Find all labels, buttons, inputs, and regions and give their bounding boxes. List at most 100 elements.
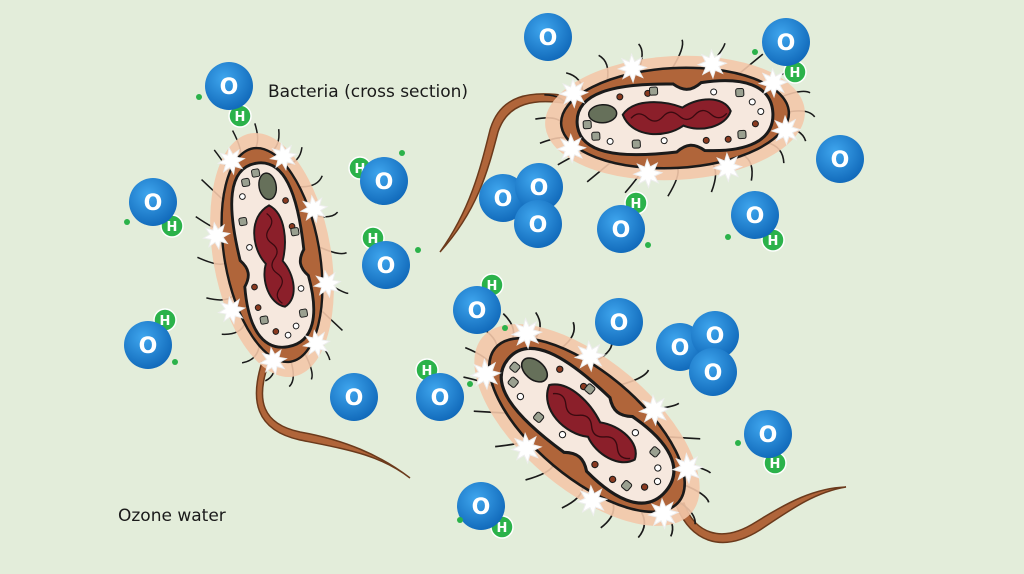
flagellum bbox=[674, 486, 847, 544]
oxygen-symbol: O bbox=[671, 336, 690, 361]
oxygen-symbol: O bbox=[777, 31, 796, 56]
vacuole bbox=[587, 104, 618, 124]
damage-spark-icon bbox=[469, 358, 502, 391]
granule bbox=[238, 216, 248, 227]
granule bbox=[516, 392, 525, 401]
oxygen-circle bbox=[453, 286, 501, 334]
damage-spark-icon bbox=[671, 452, 704, 485]
granule bbox=[660, 137, 668, 145]
damage-spark-icon bbox=[770, 114, 802, 146]
radical-dot bbox=[124, 219, 130, 225]
oxygen-atom: O bbox=[762, 18, 810, 66]
oxygen-atom: O bbox=[129, 178, 177, 226]
granule bbox=[735, 87, 745, 98]
oxygen-circle bbox=[457, 482, 505, 530]
hydrogen-symbol: H bbox=[235, 110, 246, 125]
granule bbox=[631, 139, 641, 149]
oxygen-symbol: O bbox=[431, 386, 450, 411]
nucleoid bbox=[253, 204, 295, 308]
oxygen-atom: O bbox=[515, 163, 563, 211]
damage-spark-icon bbox=[312, 269, 342, 299]
granule bbox=[298, 308, 309, 318]
bacterium bbox=[195, 123, 349, 388]
damage-spark-icon bbox=[616, 52, 648, 84]
oxygen-atom: O bbox=[597, 205, 645, 253]
oxygen-atom: O bbox=[595, 298, 643, 346]
oxygen-symbol: O bbox=[746, 204, 765, 229]
granule bbox=[648, 86, 659, 96]
radical-dot bbox=[725, 234, 731, 240]
oxygen-circle bbox=[416, 373, 464, 421]
oxygen-atom: O bbox=[330, 373, 378, 421]
damage-spark-icon bbox=[510, 317, 544, 350]
nucleoid bbox=[621, 98, 732, 136]
granule bbox=[254, 304, 262, 311]
radical-dot bbox=[735, 440, 741, 446]
damage-spark-icon bbox=[510, 431, 543, 465]
granule bbox=[239, 193, 246, 200]
vacuole bbox=[520, 357, 549, 383]
granule bbox=[649, 446, 661, 458]
radical-dot bbox=[172, 359, 178, 365]
granule bbox=[631, 429, 640, 437]
dna-strand bbox=[630, 109, 728, 122]
bacterium bbox=[463, 311, 712, 539]
vacuole bbox=[258, 172, 278, 201]
granule bbox=[606, 137, 614, 145]
oxygen-atom: O bbox=[416, 373, 464, 421]
oxygen-symbol: O bbox=[494, 187, 513, 212]
granule bbox=[292, 322, 300, 330]
oxygen-symbol: O bbox=[377, 254, 396, 279]
damage-spark-icon bbox=[258, 346, 288, 376]
granule bbox=[582, 120, 592, 130]
oxygen-symbol: O bbox=[831, 148, 850, 173]
granule bbox=[757, 108, 765, 116]
oxygen-atom: O bbox=[524, 13, 572, 61]
bacterium bbox=[535, 39, 816, 197]
oxygen-circle bbox=[744, 410, 792, 458]
flagellum bbox=[439, 93, 572, 253]
oxygen-circle bbox=[129, 178, 177, 226]
granule bbox=[654, 464, 662, 472]
oxygen-circle bbox=[731, 191, 779, 239]
damage-spark-icon bbox=[632, 158, 664, 189]
oxygen-atom: O bbox=[691, 311, 739, 359]
oxygen-circle bbox=[597, 205, 645, 253]
damage-spark-icon bbox=[302, 329, 332, 359]
damage-spark-icon bbox=[757, 67, 789, 99]
oxygen-atom: O bbox=[362, 241, 410, 289]
oxygen-symbol: O bbox=[144, 191, 163, 216]
hydrogen-symbol: H bbox=[631, 197, 642, 212]
oxygen-atom: O bbox=[205, 62, 253, 110]
oxygen-atom: O bbox=[514, 200, 562, 248]
damage-spark-icon bbox=[647, 497, 680, 530]
oxygen-circle bbox=[689, 348, 737, 396]
granule bbox=[259, 315, 269, 325]
hydrogen-symbol: H bbox=[368, 232, 379, 247]
oxygen-circle bbox=[360, 157, 408, 205]
radical-dot bbox=[645, 242, 651, 248]
damage-spark-icon bbox=[269, 142, 299, 171]
granule bbox=[748, 98, 756, 106]
hydrogen-symbol: H bbox=[770, 457, 781, 472]
oxygen-symbol: O bbox=[539, 26, 558, 51]
damage-spark-icon bbox=[575, 484, 609, 517]
dna-strand bbox=[552, 392, 631, 460]
granule bbox=[533, 411, 545, 423]
radical-dot bbox=[502, 325, 508, 331]
oxygen-circle bbox=[362, 241, 410, 289]
oxygen-atom: O bbox=[360, 157, 408, 205]
hydrogen-symbol: H bbox=[167, 220, 178, 235]
oxygen-atom: O bbox=[457, 482, 505, 530]
radical-dot bbox=[467, 381, 473, 387]
granule bbox=[737, 129, 747, 140]
hydrogen-symbol: H bbox=[355, 162, 366, 177]
granule bbox=[608, 475, 617, 484]
oxygen-atom: O bbox=[479, 174, 527, 222]
radical-dot bbox=[196, 94, 202, 100]
oxygen-symbol: O bbox=[530, 176, 549, 201]
granule bbox=[272, 328, 280, 335]
damage-spark-icon bbox=[216, 146, 246, 176]
oxygen-atom: O bbox=[453, 286, 501, 334]
